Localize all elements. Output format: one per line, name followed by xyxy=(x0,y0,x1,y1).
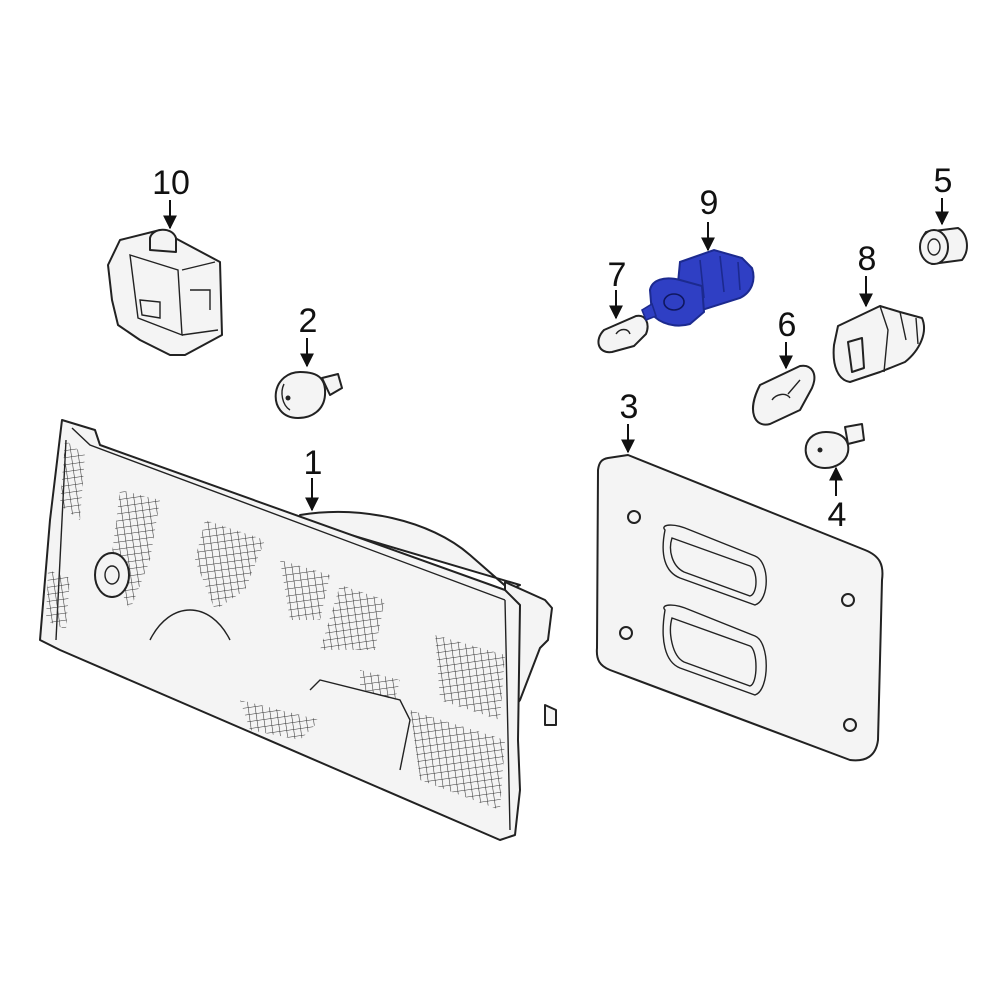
callout-5: 5 xyxy=(933,162,953,200)
callout-1: 1 xyxy=(303,444,323,482)
callout-4: 4 xyxy=(827,496,847,534)
callout-8: 8 xyxy=(857,240,877,278)
tail-lamp-lens xyxy=(39,419,557,841)
retainer-clip xyxy=(804,423,865,469)
leader-arrows xyxy=(163,198,949,512)
bulb-socket-highlighted xyxy=(641,248,755,327)
callout-10: 10 xyxy=(152,164,190,202)
callout-6: 6 xyxy=(777,306,797,344)
lamp-gasket xyxy=(595,454,884,762)
callout-2: 2 xyxy=(298,302,318,340)
push-clip xyxy=(274,371,343,419)
socket-housing xyxy=(107,228,223,356)
mini-bulb xyxy=(597,314,649,354)
wedge-bulb xyxy=(752,364,816,426)
callout-3: 3 xyxy=(619,388,639,426)
callout-7: 7 xyxy=(607,256,627,294)
wire-connector xyxy=(832,305,925,383)
callout-9: 9 xyxy=(699,184,719,222)
grommet xyxy=(919,227,968,265)
